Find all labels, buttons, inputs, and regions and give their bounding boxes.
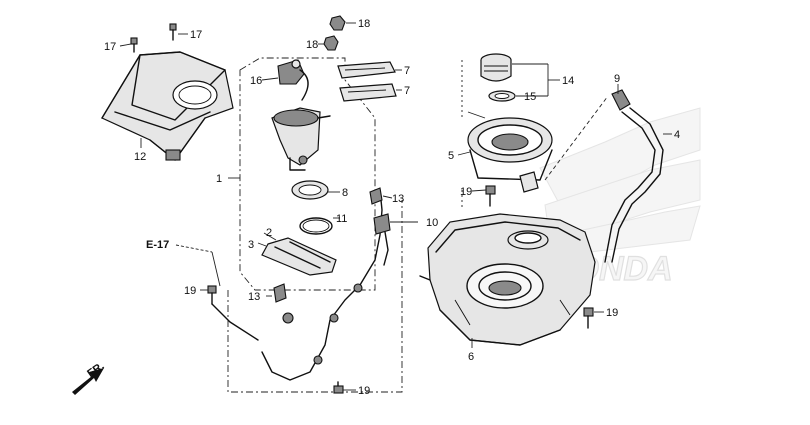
part-15-cap-seal: [488, 90, 516, 102]
part-1-fuel-pump: [271, 107, 331, 171]
callout-16: 16: [250, 75, 262, 87]
callout-19-right: 19: [606, 307, 618, 319]
part-18-nut-upper: [329, 15, 346, 31]
part-11-gasket: [299, 217, 333, 235]
bolt-17-right: [169, 23, 177, 41]
callout-19-mid: 19: [460, 186, 472, 198]
callout-7-lower: 7: [404, 85, 410, 97]
callout-11: 11: [336, 213, 347, 225]
bolt-19-right: [583, 307, 594, 329]
callout-8: 8: [342, 187, 348, 199]
callout-2: 2: [266, 227, 272, 239]
callout-17-left: 17: [104, 41, 116, 53]
callout-10: 10: [426, 217, 438, 229]
bolt-19-bottom: [333, 381, 344, 394]
callout-17-right: 17: [190, 29, 202, 41]
callout-5: 5: [448, 150, 454, 162]
bolt-19-left: [207, 285, 259, 341]
part-7-plate-upper: [337, 61, 396, 79]
callout-15: 15: [524, 91, 536, 103]
part-13-clip-upper: [369, 187, 383, 205]
part-4-breather-hose: [604, 107, 664, 263]
callout-13-upper: 13: [392, 193, 404, 205]
front-direction-label: FR.: [85, 360, 106, 380]
callout-18-upper: 18: [358, 18, 370, 30]
part-12-tray: [101, 51, 234, 161]
callout-3: 3: [248, 239, 254, 251]
callout-1: 1: [216, 173, 222, 185]
callout-14: 14: [562, 75, 574, 87]
part-7-plate-lower: [339, 83, 397, 102]
callout-13-lower: 13: [248, 291, 260, 303]
callout-6: 6: [468, 351, 474, 363]
bolt-17-left: [130, 37, 138, 53]
part-5-filler-neck: [467, 117, 553, 193]
callout-19-bottom: 19: [358, 385, 370, 397]
part-16-pump-sensor: [277, 59, 309, 101]
front-direction-arrow: [72, 368, 104, 395]
part-6-fuel-tank: [419, 213, 596, 346]
part-14-fuel-cap: [480, 53, 512, 82]
callout-9: 9: [614, 73, 620, 85]
part-8-seal-ring: [291, 180, 329, 200]
callout-19-left: 19: [184, 285, 196, 297]
bolt-19-mid: [485, 185, 496, 207]
part-13-clip-lower: [273, 283, 287, 303]
part-18-nut-lower: [323, 35, 339, 51]
callout-12: 12: [134, 151, 146, 163]
callout-18-lower: 18: [306, 39, 318, 51]
connector-10: [373, 213, 391, 235]
reference-e17: E-17: [146, 239, 169, 251]
callout-7-upper: 7: [404, 65, 410, 77]
part-3-filter: [261, 237, 337, 276]
callout-4: 4: [674, 129, 680, 141]
part-9-fitting: [611, 89, 631, 111]
